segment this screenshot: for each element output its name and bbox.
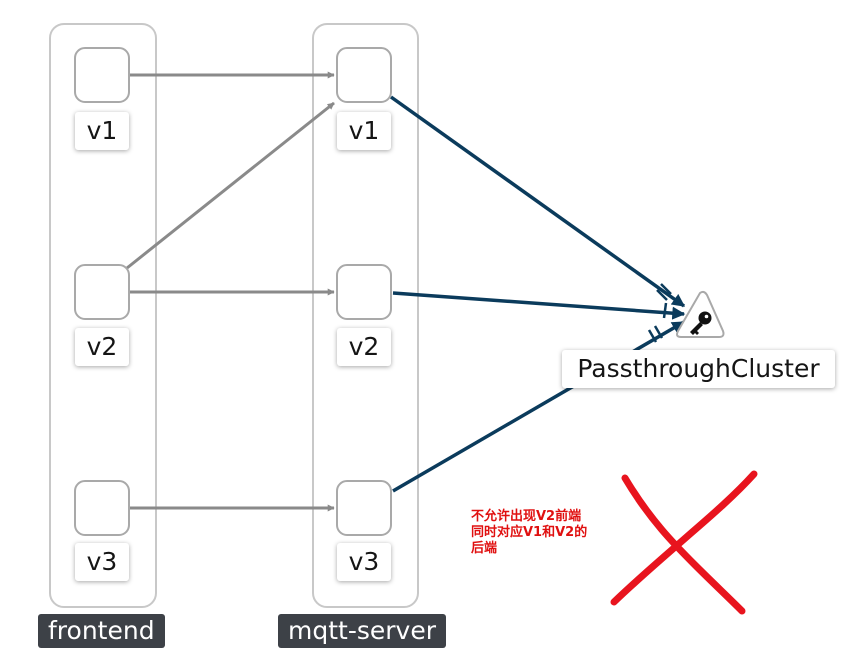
passthrough-cluster-label: PassthroughCluster [562,350,835,388]
annotation-line-2: 同时对应V1和V2的 [471,525,588,540]
edge-tick-2 [662,302,668,319]
annotation-note: 不允许出现V2前端 同时对应V1和V2的 后端 [471,509,621,557]
node-frontend-v3[interactable] [74,480,130,536]
edge-frontend-v2-to-mqtt-v1[interactable] [126,101,335,270]
annotation-line-1: 不允许出现V2前端 [471,509,582,524]
node-mqtt-server-v2[interactable] [336,264,392,320]
edge-mqtt-v3-to-passthrough[interactable] [392,320,686,493]
passthrough-cluster-node[interactable] [676,290,725,338]
label-mqtt-server-v1: v1 [337,112,391,150]
node-mqtt-server-v3[interactable] [336,480,392,536]
label-mqtt-server-v2: v2 [337,328,391,366]
app-label-frontend: frontend [38,614,165,648]
label-frontend-v2: v2 [75,328,129,366]
annotation-line-3: 后端 [471,541,498,556]
label-mqtt-server-v3: v3 [337,543,391,581]
label-frontend-v1: v1 [75,112,129,150]
node-frontend-v1[interactable] [74,47,130,103]
node-mqtt-server-v1[interactable] [336,47,392,103]
node-frontend-v2[interactable] [74,264,130,320]
key-icon [690,311,712,335]
edge-tick-1 [656,283,672,301]
label-frontend-v3: v3 [75,543,129,581]
edge-mqtt-v2-to-passthrough[interactable] [392,291,686,320]
edge-tick-3 [647,325,664,343]
app-label-mqtt-server: mqtt-server [278,614,446,648]
edge-mqtt-v1-to-passthrough[interactable] [389,95,686,308]
cross-mark [610,470,758,615]
